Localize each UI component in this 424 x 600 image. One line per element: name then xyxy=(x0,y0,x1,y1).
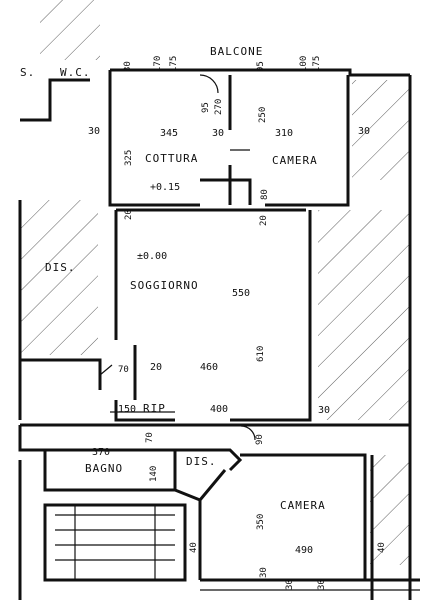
dim-460: 460 xyxy=(200,362,218,373)
room-label-rip: RIP xyxy=(143,402,166,415)
hatched-areas xyxy=(20,0,410,565)
dim-30-right: 30 xyxy=(358,126,370,137)
dim-175: 175 xyxy=(169,56,179,72)
dim-150: 150 xyxy=(118,404,136,415)
dim-550: 550 xyxy=(232,288,250,299)
room-label-cottura: COTTURA xyxy=(145,152,198,165)
dim-175b: 175 xyxy=(312,56,322,72)
dim-140: 140 xyxy=(149,466,159,482)
dim-30-left: 30 xyxy=(88,126,100,137)
dim-610: 610 xyxy=(256,346,266,362)
room-label-bagno: BAGNO xyxy=(85,462,123,475)
dim-30-bot-c: 30 xyxy=(317,579,327,590)
dim-80: 80 xyxy=(260,189,270,200)
stairs xyxy=(55,505,175,580)
dim-20-a: 20 xyxy=(124,209,134,220)
room-label-dis-bottom: DIS. xyxy=(186,455,217,468)
dim-30-mid: 30 xyxy=(212,128,224,139)
room-label-camera-bottom: CAMERA xyxy=(280,499,326,512)
dimension-labels: 30 170 175 95 100 175 95 270 250 345 30 … xyxy=(88,56,387,590)
dim-70: 70 xyxy=(118,365,129,375)
dim-20-b: 20 xyxy=(259,215,269,226)
dim-100: 100 xyxy=(299,56,309,72)
dim-95-top: 95 xyxy=(256,61,266,72)
dim-30-bot-b: 30 xyxy=(285,579,295,590)
dim-90: 90 xyxy=(255,434,265,445)
dim-70-b: 70 xyxy=(145,432,155,443)
dim-270: 270 xyxy=(214,99,224,115)
dim-30-top: 30 xyxy=(123,61,133,72)
dim-40-b: 40 xyxy=(377,542,387,553)
dim-310: 310 xyxy=(275,128,293,139)
door-swings xyxy=(99,74,256,441)
room-label-wc: W.C. xyxy=(60,66,91,79)
dim-0-15: +0.15 xyxy=(150,182,180,193)
room-label-camera-top: CAMERA xyxy=(272,154,318,167)
dim-400: 400 xyxy=(210,404,228,415)
room-labels: BALCONE COTTURA CAMERA SOGGIORNO BAGNO C… xyxy=(20,45,326,512)
dim-30-bot-a: 30 xyxy=(259,567,269,578)
room-label-s: S. xyxy=(20,66,35,79)
dim-20-c: 20 xyxy=(150,362,162,373)
dim-250: 250 xyxy=(258,107,268,123)
dim-370: 370 xyxy=(92,447,110,458)
room-label-balcone: BALCONE xyxy=(210,45,263,58)
dim-95: 95 xyxy=(201,102,211,113)
dim-40-a: 40 xyxy=(189,542,199,553)
dim-325: 325 xyxy=(124,150,134,166)
dim-345: 345 xyxy=(160,128,178,139)
dim-170: 170 xyxy=(153,56,163,72)
dim-350: 350 xyxy=(256,514,266,530)
walls xyxy=(18,68,420,600)
dim-490: 490 xyxy=(295,545,313,556)
dim-0-00: ±0.00 xyxy=(137,251,167,262)
room-label-soggiorno: SOGGIORNO xyxy=(130,279,199,292)
room-label-dis-left: DIS. xyxy=(45,261,76,274)
dim-30-low: 30 xyxy=(318,405,330,416)
